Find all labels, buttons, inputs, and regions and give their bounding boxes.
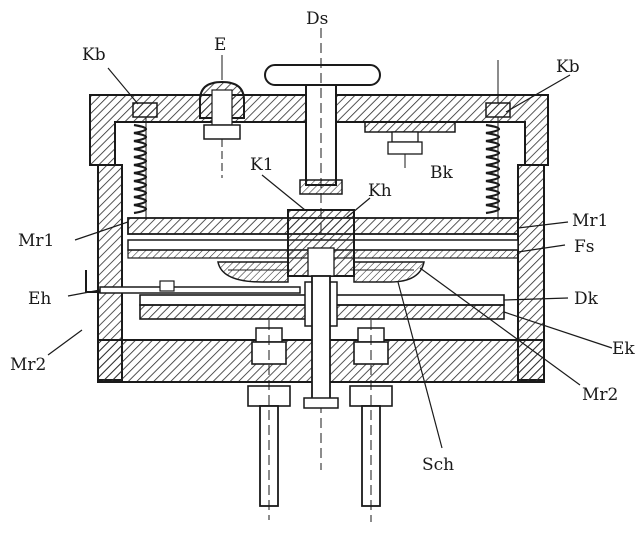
label-k1: K1 <box>250 155 274 175</box>
label-eh: Eh <box>28 289 51 309</box>
contact-plate-bk <box>364 121 456 168</box>
spring-cups <box>217 261 425 283</box>
right-spring <box>485 60 511 220</box>
terminal-e <box>199 55 245 178</box>
label-kb-right: Kb <box>556 57 580 77</box>
label-ds: Ds <box>306 9 328 29</box>
label-mr2-left: Mr2 <box>10 355 46 375</box>
label-mr2-right: Mr2 <box>582 385 618 405</box>
label-mr1-left: Mr1 <box>18 231 54 251</box>
label-sch: Sch <box>422 455 454 475</box>
label-bk: Bk <box>430 163 453 183</box>
labels: Kb E Ds Kb K1 Kh Bk Mr1 Mr1 Fs Eh Dk Mr2… <box>10 9 635 475</box>
label-mr1-right: Mr1 <box>572 211 608 231</box>
central-hub-kh <box>287 209 355 277</box>
right-terminal-bolt <box>349 320 393 522</box>
left-spring <box>132 102 158 220</box>
label-fs: Fs <box>574 237 595 257</box>
label-e: E <box>214 35 226 55</box>
label-ek: Ek <box>612 339 635 359</box>
spindle <box>303 275 339 409</box>
label-dk: Dk <box>574 289 599 309</box>
label-kh: Kh <box>368 181 392 201</box>
left-terminal-bolt <box>247 320 291 520</box>
leader-lines <box>47 67 613 449</box>
label-kb-left: Kb <box>82 45 106 65</box>
handle-ds <box>264 28 381 470</box>
